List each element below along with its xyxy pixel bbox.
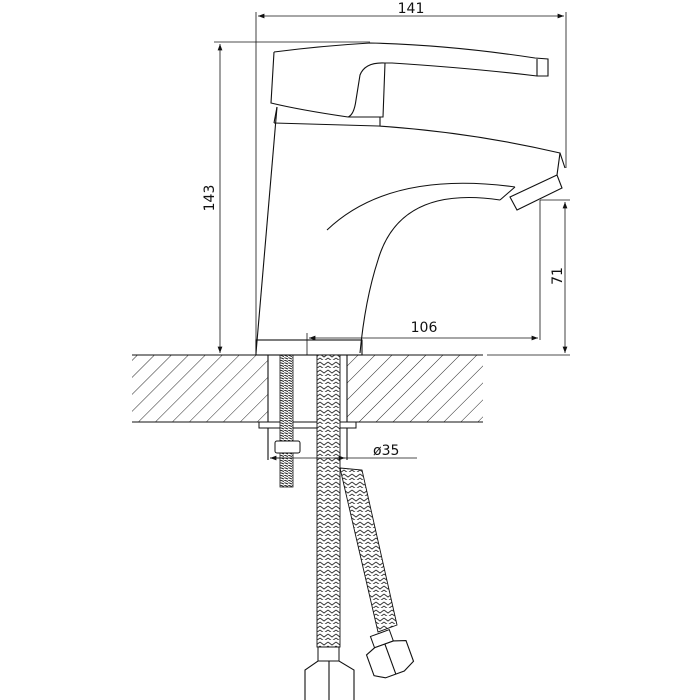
nut bbox=[274, 440, 301, 454]
dimension-71 bbox=[539, 199, 570, 353]
threaded-rod bbox=[279, 354, 294, 488]
dimension-106 bbox=[306, 333, 538, 355]
dimension-141 bbox=[255, 12, 567, 355]
hose-1 bbox=[316, 354, 341, 648]
dim-spout-height: 71 bbox=[550, 267, 566, 285]
countertop-section bbox=[132, 354, 570, 460]
dim-spout-reach: 106 bbox=[411, 320, 438, 336]
dimension-143 bbox=[214, 41, 370, 353]
mounting-hardware bbox=[258, 354, 415, 700]
lever-handle bbox=[270, 42, 549, 126]
faucet-body bbox=[255, 106, 566, 356]
dim-overall-height: 143 bbox=[202, 185, 218, 212]
dim-hole-diameter: ø35 bbox=[373, 443, 399, 459]
dim-overall-width: 141 bbox=[398, 1, 425, 17]
hose-2 bbox=[339, 467, 398, 633]
